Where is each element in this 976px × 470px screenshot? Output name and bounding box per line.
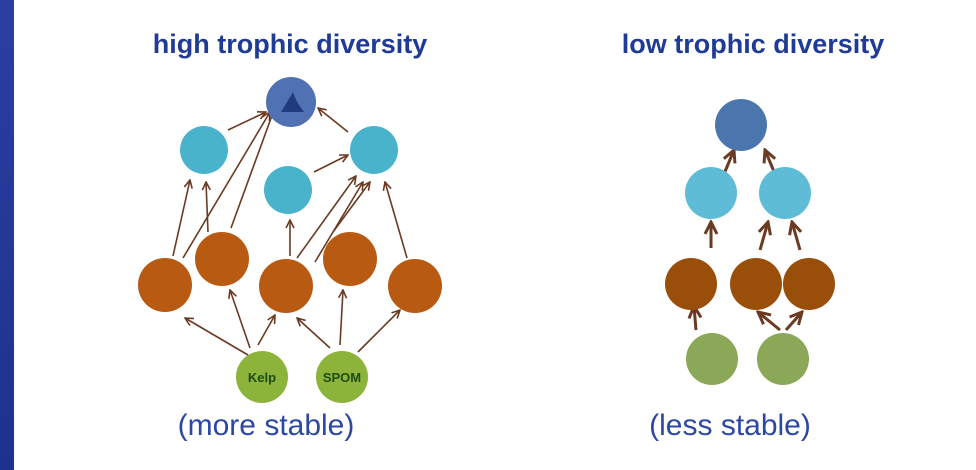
shark-fin-icon [281, 92, 304, 112]
arrow [227, 112, 266, 131]
left-title: high trophic diversity [152, 29, 428, 59]
right-title: low trophic diversity [621, 29, 885, 59]
arrow [185, 318, 249, 356]
right-caption: (less stable) [649, 409, 811, 442]
spom-label: SPOM [323, 370, 361, 385]
right-food-chain [665, 99, 835, 385]
arrow [318, 108, 349, 133]
arrow [784, 312, 802, 331]
arrow [182, 112, 270, 259]
consumer-node [264, 166, 312, 214]
arrow [722, 150, 734, 175]
producer-node [757, 333, 809, 385]
right-arrows [694, 150, 802, 332]
left-food-web: Kelp SPOM [138, 77, 442, 403]
arrow [792, 222, 800, 251]
arrow [257, 315, 275, 346]
kelp-node [236, 351, 288, 403]
arrow [332, 182, 370, 233]
arrow [760, 222, 768, 251]
arrow [296, 176, 356, 259]
consumer-node [350, 126, 398, 174]
arrow [385, 182, 408, 259]
consumer-node [759, 167, 811, 219]
primary-consumer-node [195, 232, 249, 286]
primary-consumer-node [259, 259, 313, 313]
producer-node [686, 333, 738, 385]
primary-consumer-node [323, 232, 377, 286]
arrow [297, 318, 331, 349]
arrow [357, 310, 400, 353]
arrow [314, 182, 363, 263]
kelp-label: Kelp [248, 370, 276, 385]
left-caption: (more stable) [177, 409, 355, 442]
primary-consumer-node [783, 258, 835, 310]
consumer-node [685, 167, 737, 219]
primary-consumer-node [138, 258, 192, 312]
primary-consumer-node [730, 258, 782, 310]
arrow [313, 155, 348, 173]
consumer-node [180, 126, 228, 174]
slide-panel [14, 0, 976, 470]
arrow [206, 182, 208, 233]
arrow [758, 312, 781, 332]
arrow [230, 290, 251, 349]
arrow [172, 180, 190, 257]
arrow [230, 110, 274, 229]
left-arrows [172, 108, 408, 356]
apex-predator-node [715, 99, 767, 151]
primary-consumer-node [388, 259, 442, 313]
arrow [340, 290, 343, 346]
arrow [694, 306, 696, 331]
primary-consumer-node [665, 258, 717, 310]
spom-node [316, 351, 368, 403]
